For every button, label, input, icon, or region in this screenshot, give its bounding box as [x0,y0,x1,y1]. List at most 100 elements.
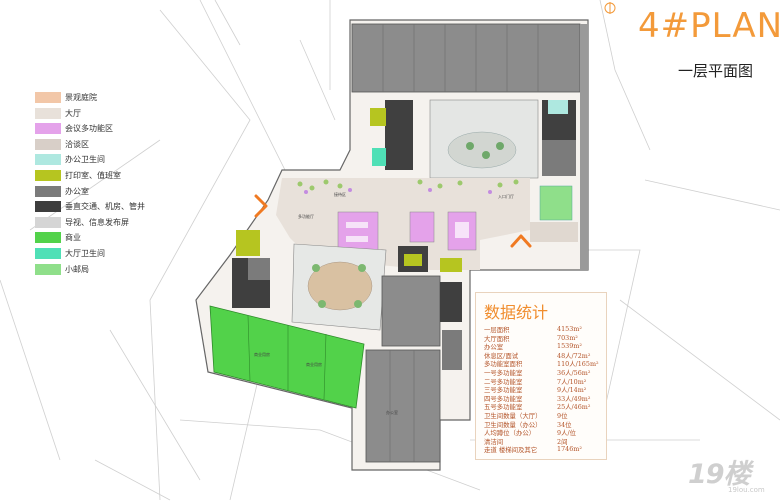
stat-value: 36人/56m² [557,369,591,377]
stat-value: 2间 [557,437,568,446]
stat-value: 9人/14m² [557,386,587,395]
legend-label: 大厅 [65,108,81,118]
legend-item: 大厅卫生间 [35,246,145,261]
legend-swatch [35,185,61,197]
stat-label: 人均蹲位（办公） [484,429,536,438]
stat-row: 四号多功能室 33人/49m² [484,394,602,403]
legend-item: 景观庭院 [35,90,145,105]
legend-label: 导视、信息发布屏 [65,217,129,227]
stat-label: 卫生间数量（办公） [484,420,542,429]
legend-label: 大厅卫生间 [65,248,105,258]
stat-label: 清洁间 [484,437,504,446]
legend-swatch [35,169,61,181]
legend-swatch [35,154,61,166]
stat-label: 一层面积 [484,326,510,334]
core-north-left [385,100,413,170]
stat-value: 110人/165m² [557,360,599,369]
stat-row: 三号多功能室 9人/14m² [484,385,602,394]
stat-row: 休息区/面试 48人/72m² [484,351,602,360]
stat-value: 9位 [557,412,568,420]
legend-label: 小邮局 [65,264,89,274]
stats-title: 数据统计 [484,303,549,322]
stat-label: 走道 楼梯间及其它 [484,446,538,455]
legend-swatch [35,201,61,213]
legend-swatch [35,123,61,135]
entrance-arrow-west [254,194,268,218]
legend-item: 商业 [35,230,145,245]
stats-panel: 数据统计 一层面积 4153m² 大厅面积 703m² 办公室 1539m² 休息区/面试 4… [475,292,607,460]
watermark-logo: 19楼 [688,459,751,490]
legend-item: 办公卫生间 [35,152,145,167]
office-block-south [365,349,441,463]
stat-value: 48人/72m² [557,351,591,360]
core-west [236,230,260,256]
stat-row: 卫生间数量（办公） 34位 [484,420,602,429]
legend-label: 景观庭院 [65,93,97,102]
multi-room-2 [409,211,435,243]
stat-label: 三号多功能室 [484,386,523,395]
legend-item: 打印室、值班室 [35,168,145,183]
legend-label: 垂直交通、机房、管井 [65,202,145,212]
room-label-reception: 接待区 [334,191,346,197]
plan-subtitle: 一层平面图 [678,62,754,80]
legend-label: 商业 [65,233,81,243]
legend-item: 办公室 [35,184,145,199]
legend-item: 导视、信息发布屏 [35,215,145,230]
watermark-url: 19lou.com [728,486,765,494]
stat-row: 大厅面积 703m² [484,334,602,343]
north-arrow-icon [604,2,616,14]
stat-row: 人均蹲位（办公） 9人/位 [484,428,602,437]
stat-row: 走道 楼梯间及其它 1746m² [484,445,602,454]
legend-item: 会议多功能区 [35,121,145,136]
stat-value: 4153m² [557,325,582,333]
stat-label: 休息区/面试 [484,351,519,360]
room-label-office: 办公室 [386,409,398,415]
legend-item: 洽谈区 [35,137,145,152]
office-block-north [351,23,581,93]
entrance-arrow-south [510,234,532,248]
stat-value: 1746m² [557,445,582,454]
stat-label: 大厅面积 [484,334,510,343]
legend-swatch [35,263,61,275]
stat-label: 二号多功能室 [484,377,523,386]
stat-row: 一号多功能室 36人/56m² [484,368,602,377]
stat-row: 清洁间 2间 [484,437,602,446]
stat-value: 703m² [557,333,578,342]
stat-value: 1539m² [557,342,582,351]
legend-swatch [35,107,61,119]
legend-swatch [35,92,61,103]
legend-item: 小邮局 [35,262,145,277]
legend-swatch [35,138,61,150]
room-label-shop-b: 商业用房 [306,361,322,367]
legend-label: 打印室、值班室 [65,170,121,180]
stat-label: 四号多功能室 [484,394,523,403]
legend-label: 会议多功能区 [65,124,113,134]
stat-label: 五号多功能室 [484,403,523,412]
stat-row: 一层面积 4153m² [484,325,602,334]
legend-swatch [35,216,61,228]
room-label-shop-a: 商业用房 [254,351,270,357]
lobby-planting [297,179,519,191]
legend-item: 垂直交通、机房、管井 [35,199,145,214]
legend-swatch [35,247,61,259]
room-label-lobby: 多功能厅 [298,213,314,219]
legend: 景观庭院大厅会议多功能区洽谈区办公卫生间打印室、值班室办公室垂直交通、机房、管井… [35,90,145,277]
stat-value: 7人/10m² [557,377,587,386]
stat-value: 25人/46m² [557,403,591,412]
stat-value: 34位 [557,420,572,429]
legend-label: 办公室 [65,186,89,196]
stat-row: 办公室 1539m² [484,342,602,351]
legend-item: 大厅 [35,106,145,121]
legend-label: 洽谈区 [65,139,89,149]
plan-title: 4#PLAN [638,6,780,46]
stat-value: 33人/49m² [557,394,591,403]
stat-value: 9人/位 [557,429,577,438]
stat-row: 卫生间数量（大厅）9位 [484,411,602,420]
stat-label: 办公室 [484,343,504,352]
stat-label: 多功能室面积 [484,360,523,369]
postoffice [539,185,573,221]
stat-label: 一号多功能室 [484,369,523,377]
room-label-entrance: 入口门厅 [498,193,514,199]
